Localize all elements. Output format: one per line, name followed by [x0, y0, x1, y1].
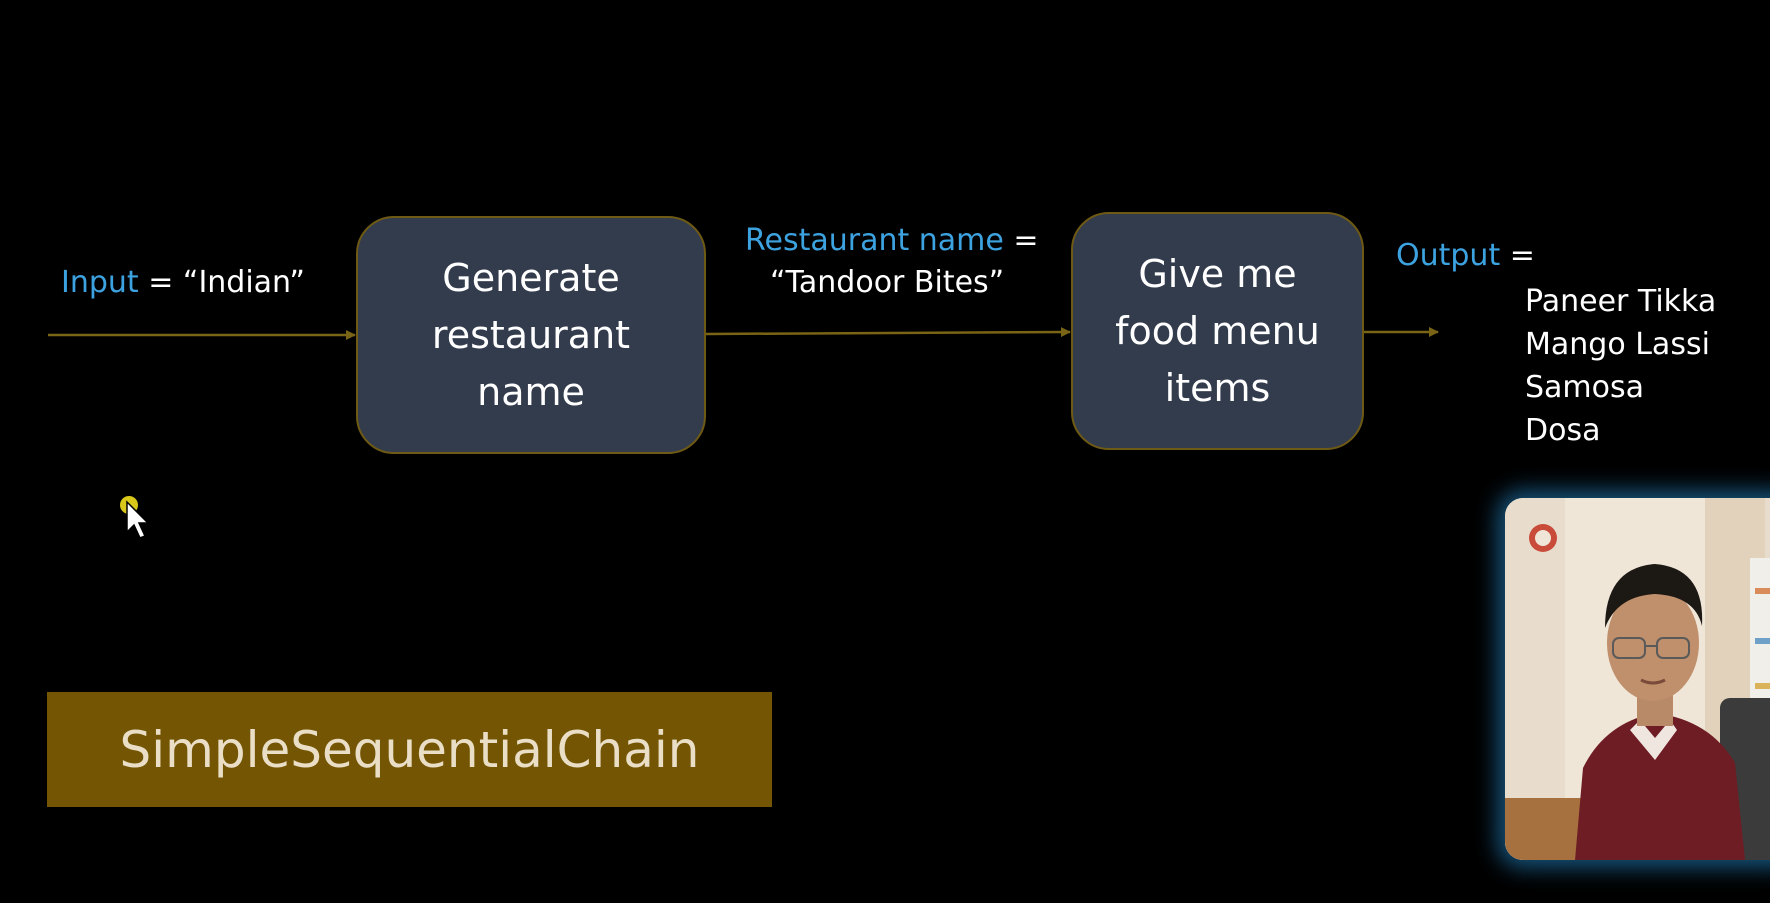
- step1-line: name: [477, 369, 585, 414]
- intermediate-key: Restaurant name: [745, 223, 1004, 258]
- presenter-webcam: [1505, 498, 1770, 860]
- input-key: Input: [61, 265, 139, 300]
- output-item: Dosa: [1525, 413, 1601, 448]
- input-label: Input = “Indian”: [61, 265, 305, 301]
- intermediate-label: Restaurant name =: [745, 223, 1039, 259]
- step-box-generate-restaurant-name: Generate restaurant name: [356, 216, 706, 454]
- arrow-step1-to-step2: [704, 327, 1071, 338]
- output-key: Output: [1396, 238, 1501, 273]
- step2-line: food menu: [1115, 308, 1320, 353]
- output-eq: =: [1500, 238, 1535, 273]
- step1-line: Generate: [442, 255, 620, 300]
- mouse-pointer-icon: [120, 496, 150, 539]
- step1-line: restaurant: [431, 312, 631, 357]
- step2-line: Give me: [1138, 251, 1297, 296]
- step-box-give-food-menu-items: Give me food menu items: [1071, 212, 1364, 450]
- output-item: Paneer Tikka: [1525, 284, 1717, 319]
- intermediate-value: “Tandoor Bites”: [770, 265, 1005, 300]
- output-label: Output =: [1396, 238, 1535, 274]
- intermediate-eq: =: [1003, 223, 1039, 258]
- chain-name-banner: SimpleSequentialChain: [47, 692, 772, 807]
- input-value: = “Indian”: [138, 265, 305, 300]
- step2-line: items: [1164, 365, 1271, 410]
- output-item: Samosa: [1525, 370, 1645, 405]
- output-items-list: Paneer Tikka Mango Lassi Samosa Dosa: [1525, 280, 1716, 452]
- output-item: Mango Lassi: [1525, 327, 1710, 362]
- presenter-image: [1505, 498, 1770, 860]
